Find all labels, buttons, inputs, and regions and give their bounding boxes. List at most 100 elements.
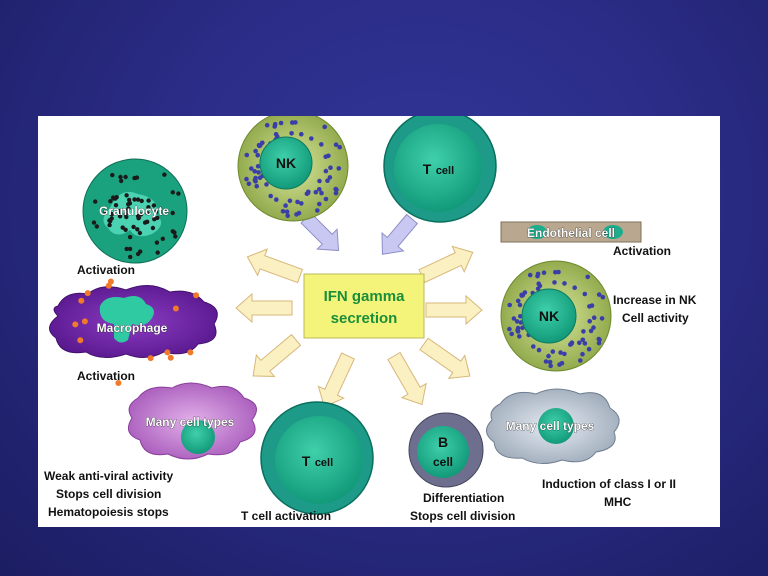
granule-dot [541, 270, 547, 275]
granule-dot [315, 208, 320, 213]
granule-dot [255, 152, 260, 158]
macrophage-activation-label: Activation [77, 369, 135, 383]
granule-dot [153, 209, 159, 215]
granule-dot [596, 292, 602, 297]
nk-cell-top: NK [237, 116, 349, 222]
ifn-gamma-box: IFN gamma secretion [303, 273, 425, 339]
granule-dot [170, 190, 175, 195]
granule-dot [553, 269, 558, 275]
granule-dot [326, 153, 331, 159]
granule-dot [531, 344, 536, 349]
granule-dot [162, 172, 167, 177]
granule-dot [147, 355, 154, 362]
macrophage-granules [72, 278, 200, 386]
mhc-line-1: Induction of class I or II [542, 477, 676, 491]
granulocyte-cell: Granulocyte [82, 158, 188, 264]
granule-dot [81, 318, 88, 325]
granule-dot [139, 198, 144, 204]
granule-dot [569, 340, 575, 345]
granule-dot [336, 166, 342, 171]
granule-dot [160, 236, 165, 241]
granule-dot [587, 318, 592, 324]
granule-dot [518, 314, 523, 319]
granule-dot [278, 120, 284, 126]
b-line-1: Differentiation [423, 491, 504, 505]
granule-dot [295, 199, 300, 205]
t-cell-top: T cell [383, 116, 497, 223]
t-bottom-label-main: T [302, 453, 311, 469]
arrow-t-to-center [381, 213, 419, 255]
granule-dot [260, 140, 265, 146]
granule-dot [515, 329, 521, 334]
granule-dot [589, 303, 595, 308]
granule-dot [107, 222, 112, 228]
granule-dot [558, 350, 563, 355]
granule-dot [522, 290, 528, 295]
t-top-label-sub: cell [436, 165, 454, 177]
t-cell-bottom: T cell [260, 401, 374, 515]
granule-dot [527, 272, 533, 278]
granulocyte-label: Granulocyte [99, 204, 169, 218]
granule-dot [515, 298, 521, 304]
many-left-line-3: Hematopoiesis stops [48, 505, 169, 519]
granule-dot [254, 183, 259, 189]
granule-dot [152, 217, 157, 222]
granule-dot [599, 316, 605, 321]
nk-cell-right: NK [500, 260, 612, 372]
endothelial-cell: Endothelial cell [500, 221, 642, 243]
granule-dot [309, 136, 314, 141]
arrow-to-many-right [419, 337, 471, 380]
granule-dot [172, 305, 179, 312]
granule-dot [306, 189, 311, 195]
granule-dot [562, 351, 567, 357]
t-top-label-main: T [423, 161, 432, 177]
granule-dot [107, 278, 114, 285]
granule-dot [72, 321, 79, 328]
granule-dot [285, 213, 290, 219]
many-left-line-2: Stops cell division [56, 487, 161, 501]
granule-dot [110, 172, 115, 178]
mhc-line-2: MHC [604, 495, 632, 509]
granule-dot [135, 197, 141, 202]
granule-dot [323, 168, 329, 174]
t-bottom-label-sub: cell [315, 457, 333, 469]
granule-dot [273, 132, 279, 137]
granule-dot [113, 203, 119, 208]
granule-dot [124, 246, 129, 252]
granule-dot [591, 325, 596, 330]
granule-dot [334, 187, 339, 192]
granule-dot [124, 214, 129, 220]
granule-dot [287, 198, 293, 204]
arrow-to-nk-right [425, 294, 483, 326]
granule-dot [127, 234, 133, 240]
granule-dot [103, 210, 108, 215]
granule-dot [142, 220, 148, 225]
granule-dot [110, 195, 116, 200]
granule-dot [535, 271, 541, 277]
granule-dot [187, 349, 194, 356]
granule-dot [299, 201, 304, 206]
granule-dot [155, 250, 160, 255]
granule-dot [327, 175, 333, 180]
granule-dot [591, 315, 597, 320]
granule-dot [132, 197, 137, 202]
granule-dot [550, 349, 556, 354]
granule-dot [244, 176, 249, 182]
granule-dot [322, 124, 328, 130]
b-line-2: Stops cell division [410, 509, 515, 523]
granule-dot [536, 347, 542, 353]
granule-dot [546, 353, 551, 359]
b-cell-line-2: cell [433, 455, 453, 469]
granule-dot [150, 225, 156, 231]
granule-dot [170, 210, 175, 216]
arrow-to-endothelial [418, 245, 474, 284]
granule-dot [173, 234, 178, 239]
granule-dot [244, 152, 250, 158]
granule-dot [123, 227, 128, 232]
nk-increase-line-1: Increase in NK [613, 293, 697, 307]
granule-dot [577, 340, 582, 346]
granule-dot [517, 334, 522, 339]
granule-dot [253, 179, 258, 184]
many-cell-types-left: Many cell types [127, 382, 257, 460]
granule-dot [509, 331, 514, 337]
